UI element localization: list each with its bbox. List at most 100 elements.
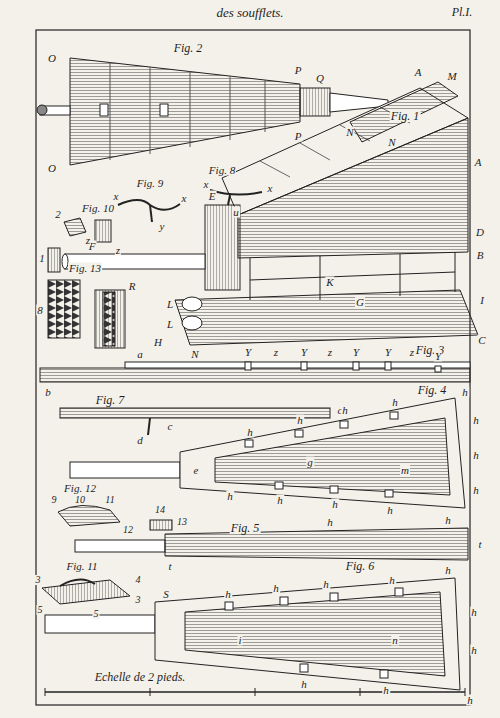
callout-letter: e <box>193 465 200 476</box>
callout-letter: N <box>190 349 199 360</box>
callout-letter: M <box>446 71 457 82</box>
callout-letter: h <box>331 499 339 510</box>
scale-caption: Echelle de 2 pieds. <box>94 671 187 683</box>
callout-letter: h <box>226 491 234 502</box>
callout-letter: c <box>167 421 174 432</box>
callout-letter: R <box>128 281 137 292</box>
callout-letter: h <box>296 415 304 426</box>
callout-letter: I <box>479 295 485 306</box>
callout-letter: L <box>166 299 174 310</box>
callout-letter: u <box>232 207 240 218</box>
callout-letter: Q <box>315 73 325 84</box>
callout-letter: h <box>461 387 469 398</box>
callout-letter: K <box>325 277 334 288</box>
callout-letter: 12 <box>122 525 134 535</box>
callout-letter: 9 <box>51 495 58 505</box>
callout-letter: h <box>224 589 232 600</box>
callout-letter: h <box>300 679 308 690</box>
callout-letter: x <box>113 191 120 202</box>
callout-letter: 10 <box>74 495 86 505</box>
callout-letter: b <box>44 387 52 398</box>
callout-letter: 14 <box>154 505 166 515</box>
callout-letter: h <box>444 565 452 576</box>
callout-letter: g <box>306 457 314 468</box>
callout-letter: 4 <box>135 575 142 585</box>
plate-title: des soufflets. <box>215 6 284 19</box>
callout-letter: h <box>472 450 480 461</box>
callout-letter: a <box>136 349 144 360</box>
callout-letter: h <box>272 583 280 594</box>
callout-letter: A <box>414 67 423 78</box>
figure-number: Fig. 13 <box>68 263 102 274</box>
callout-letter: Pl.I. <box>451 6 474 18</box>
callout-letter: 8 <box>36 305 44 316</box>
callout-letter: Y <box>352 347 360 358</box>
callout-letter: 2 <box>54 209 62 220</box>
callout-letter: L <box>166 319 174 330</box>
callout-letter: h <box>472 415 480 426</box>
callout-letter: h <box>444 515 452 526</box>
callout-letter: 13 <box>176 517 188 527</box>
callout-letter: i <box>237 635 242 646</box>
callout-letter: t <box>477 539 482 550</box>
callout-letter: h <box>326 517 334 528</box>
callout-letter: 3 <box>35 575 42 585</box>
callout-letter: h <box>470 607 478 618</box>
callout-letter: 5 <box>37 605 44 615</box>
callout-letter: B <box>476 250 485 261</box>
figure-number: Fig. 5 <box>230 522 261 534</box>
callout-letter: C <box>477 335 486 346</box>
figure-number: Fig. 1 <box>390 110 421 122</box>
callout-letter: N <box>345 127 354 138</box>
callout-letter: Y <box>244 347 252 358</box>
figure-number: Fig. 7 <box>95 394 126 406</box>
callout-letter: y <box>159 221 166 232</box>
callout-letter: h <box>341 405 349 416</box>
callout-letter: h <box>388 575 396 586</box>
callout-letter: O <box>47 163 57 174</box>
callout-letter: n <box>391 635 399 646</box>
callout-letter: D <box>475 227 485 238</box>
figure-number: Fig. 8 <box>208 165 236 176</box>
callout-letter: h <box>386 505 394 516</box>
callout-letter: z <box>409 347 415 358</box>
callout-letter: h <box>246 427 254 438</box>
callout-letter: z <box>273 347 279 358</box>
callout-letter: N <box>387 137 396 148</box>
callout-letter: h <box>470 645 478 656</box>
callout-letter: P <box>294 131 303 142</box>
callout-letter: h <box>322 579 330 590</box>
callout-letter: h <box>382 685 390 696</box>
callout-letter: h <box>472 485 480 496</box>
figure-number: Fig. 11 <box>66 561 99 572</box>
figure-number: Fig. 6 <box>345 560 376 572</box>
callout-letter: z <box>85 235 91 246</box>
callout-letter: Y <box>434 351 442 362</box>
figure-number: Fig. 9 <box>136 178 164 189</box>
callout-letter: G <box>355 297 365 308</box>
callout-letter: 5 <box>93 609 100 619</box>
callout-letter: 11 <box>104 495 115 505</box>
callout-letter: d <box>136 435 144 446</box>
callout-letter: P <box>294 65 303 76</box>
figure-number: Fig. 4 <box>417 384 448 396</box>
figure-number: Fig. 10 <box>81 203 115 214</box>
callout-letter: x <box>267 183 274 194</box>
callout-letter: H <box>153 337 163 348</box>
callout-letter: O <box>47 53 57 64</box>
figure-number: Fig. 12 <box>63 483 97 494</box>
callout-letter: E <box>208 191 217 202</box>
callout-letter: m <box>400 465 410 476</box>
callout-letter: h <box>391 397 399 408</box>
figure-number: Fig. 2 <box>173 42 204 54</box>
callout-letter: h <box>276 495 284 506</box>
callout-letter: A <box>474 157 483 168</box>
callout-letter: x <box>181 193 188 204</box>
callout-letter: z <box>115 245 121 256</box>
callout-letter: Y <box>300 347 308 358</box>
callout-letter: z <box>327 347 333 358</box>
callout-letter: t <box>167 561 172 572</box>
callout-letter: Y <box>384 347 392 358</box>
callout-letter: S <box>162 589 170 600</box>
